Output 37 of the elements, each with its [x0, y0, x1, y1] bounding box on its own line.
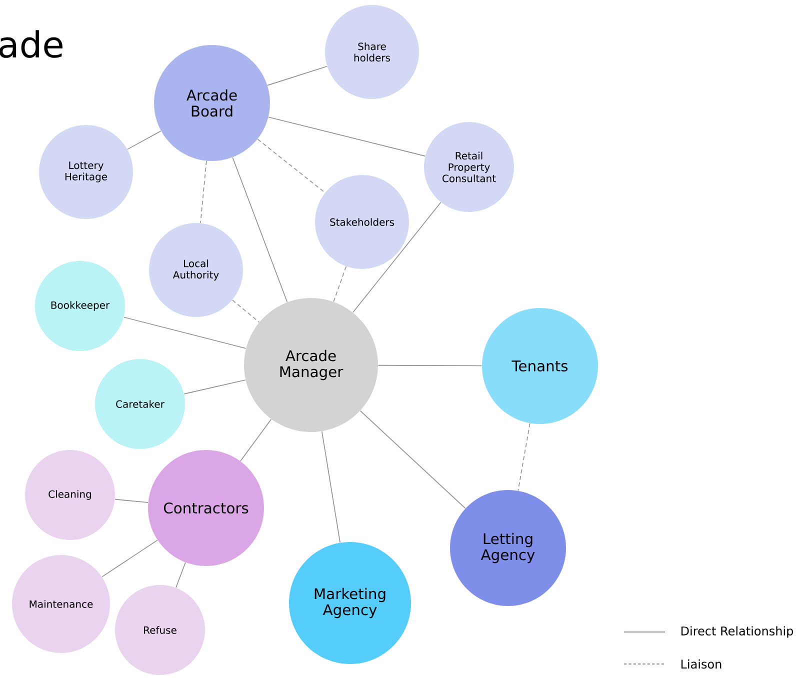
connector-line	[240, 418, 272, 462]
circle-node: Stakeholders	[315, 175, 409, 269]
circle-node: Tenants	[482, 308, 598, 424]
connector-line	[123, 316, 246, 349]
circle-node: Refuse	[115, 585, 205, 675]
connector-line	[184, 380, 246, 394]
connector-line	[176, 562, 186, 588]
connector-line	[200, 160, 207, 224]
connector-line	[352, 202, 442, 313]
circle-node: Letting Agency	[450, 490, 566, 606]
circle-node: Caretaker	[95, 359, 185, 449]
circle-node: Local Authority	[149, 223, 243, 317]
connector-line	[360, 410, 466, 509]
connector-line	[232, 300, 260, 323]
connector-line	[333, 266, 347, 302]
connector-line	[518, 423, 530, 492]
circle-node: Contractors	[148, 450, 264, 566]
connector-line	[127, 130, 162, 150]
circle-node: Arcade Manager	[244, 298, 378, 432]
circle-node: Arcade Board	[154, 45, 270, 161]
connector-line	[232, 157, 288, 302]
circle-node: Lottery Heritage	[39, 125, 133, 219]
circle-node: Bookkeeper	[35, 261, 125, 351]
connector-line	[321, 430, 340, 543]
circle-node: Share holders	[325, 5, 419, 99]
connector-line	[268, 116, 426, 156]
connector-line	[378, 364, 482, 366]
circle-node: Maintenance	[12, 555, 110, 653]
connector-line	[102, 540, 158, 578]
connector-line	[114, 498, 148, 503]
connector-line	[257, 138, 326, 194]
circle-node: Retail Property Consultant	[424, 122, 514, 212]
connector-line	[267, 66, 328, 86]
circle-node: Marketing Agency	[289, 542, 411, 664]
circle-node: Cleaning	[25, 450, 115, 540]
legend-label: Direct Relationship	[681, 626, 794, 638]
legend-label: Liaison	[681, 659, 722, 669]
